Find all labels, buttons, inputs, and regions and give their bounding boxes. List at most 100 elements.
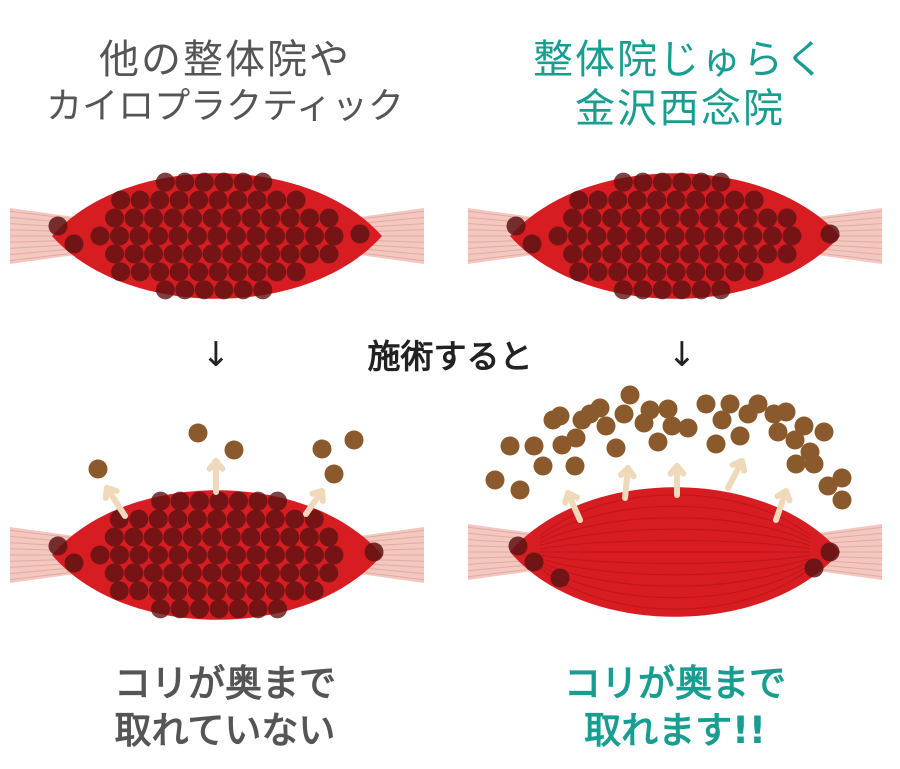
knot-dot <box>129 581 149 601</box>
knot-dot <box>163 208 183 228</box>
knot-dot <box>588 190 608 210</box>
knot-dot <box>777 208 797 228</box>
knot-dot <box>606 438 626 458</box>
knot-dot <box>187 581 207 601</box>
knot-dot <box>640 400 660 420</box>
knot-dot <box>522 234 542 254</box>
knot-dot <box>660 208 680 228</box>
knot-dot <box>286 190 306 210</box>
knot-dot <box>552 435 572 455</box>
knot-dot <box>299 527 319 547</box>
knot-dot <box>168 581 188 601</box>
knot-dot <box>568 226 587 246</box>
knot-dot <box>786 454 806 474</box>
muscle-fiber-line <box>539 540 811 550</box>
knot-dot <box>241 244 261 264</box>
tendon-fiber-line <box>809 251 883 262</box>
knot-dot <box>183 208 203 228</box>
knot-dot <box>304 581 324 601</box>
knot-dot <box>194 172 214 192</box>
left-heading: 他の整体院や カイロプラクティック <box>40 36 410 129</box>
knot-dot <box>169 262 189 282</box>
knot-dot <box>261 244 281 264</box>
knot-dot <box>163 244 183 264</box>
knot-dot <box>724 226 743 246</box>
right-caption: コリが奥まで 取れます!! <box>510 660 840 755</box>
knot-dot <box>565 456 585 476</box>
release-arrow-head <box>667 463 687 477</box>
knot-dot <box>704 226 724 246</box>
knot-dot <box>168 226 188 246</box>
knot-dot <box>265 581 285 601</box>
knot-dot <box>163 527 183 547</box>
knot-dot <box>124 563 144 583</box>
knot-dot <box>319 244 339 264</box>
knot-dot <box>647 262 667 282</box>
knot-dot <box>364 542 384 562</box>
knot-dot <box>324 545 344 565</box>
knot-dot <box>188 545 207 565</box>
knot-dot <box>672 172 692 192</box>
knot-dot <box>228 190 248 210</box>
knot-dot <box>621 208 641 228</box>
knot-dot <box>596 416 616 436</box>
knot-dot <box>550 406 570 426</box>
knot-dot <box>188 226 207 246</box>
knot-dot <box>151 491 171 511</box>
knot-dot <box>208 190 228 210</box>
knot-dot <box>148 509 168 529</box>
knot-dot <box>550 568 570 588</box>
knot-dot <box>266 545 285 565</box>
knot-dot <box>261 208 281 228</box>
knot-dot <box>88 459 108 479</box>
knot-dot <box>268 491 288 511</box>
knot-dot <box>738 208 758 228</box>
center-label: 施術すると <box>367 337 533 376</box>
knot-dot <box>221 563 241 583</box>
knot-dot <box>608 190 628 210</box>
right-heading-line2: 金沢西念院 <box>575 85 785 132</box>
knot-dot <box>267 262 287 282</box>
knot-dot <box>226 509 246 529</box>
knot-dot <box>247 262 267 282</box>
knot-dot <box>143 563 163 583</box>
right-caption-line1: コリが奥まで <box>564 662 786 705</box>
knot-dot <box>285 226 305 246</box>
knot-dot <box>260 527 280 547</box>
knot-dot <box>300 244 320 264</box>
knot-dot <box>748 394 768 414</box>
knot-dot <box>680 244 700 264</box>
knot-dot <box>129 545 149 565</box>
knot-dot <box>832 490 852 510</box>
knot-dot <box>224 440 244 460</box>
knot-dot <box>130 262 150 282</box>
knot-dot <box>705 190 725 210</box>
knot-dot <box>633 280 653 300</box>
knot-dot <box>248 491 268 511</box>
knot-dot <box>712 410 732 430</box>
knot-dot <box>566 428 586 448</box>
knot-dot <box>104 527 124 547</box>
knot-dot <box>207 545 227 565</box>
knot-dot <box>207 581 227 601</box>
muscle-fiber-line <box>539 561 811 587</box>
knot-dot <box>782 226 802 246</box>
knot-dot <box>280 563 300 583</box>
knot-dot <box>648 432 668 452</box>
knot-dot <box>228 262 248 282</box>
knot-dot <box>744 190 764 210</box>
knot-dot <box>652 280 672 300</box>
knot-dot <box>229 599 249 619</box>
knot-dot <box>130 190 150 210</box>
right-caption-line2: 取れます!! <box>584 709 766 753</box>
knot-dot <box>626 226 646 246</box>
knot-dot <box>319 208 339 228</box>
knot-dot <box>170 599 190 619</box>
knot-dot <box>151 599 171 619</box>
knot-dot <box>820 224 840 244</box>
knot-dot <box>627 190 647 210</box>
knot-dot <box>280 527 300 547</box>
tendon-fiber-line <box>351 251 425 262</box>
release-arrow-head <box>774 488 793 504</box>
knot-dot <box>711 280 731 300</box>
